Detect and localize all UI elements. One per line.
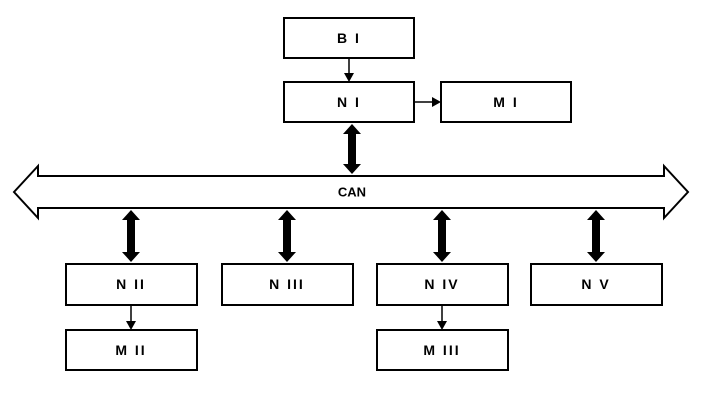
- node-nii-label: N II: [116, 276, 146, 292]
- node-nv: N V: [530, 263, 663, 306]
- node-mii-box: [65, 329, 198, 371]
- node-mi: M I: [440, 81, 572, 123]
- node-niii-label: N III: [269, 276, 305, 292]
- connector-ni-mi-head: [432, 97, 441, 107]
- link-bus-niv: [433, 210, 451, 262]
- node-ni: N I: [283, 81, 415, 123]
- node-mi-label: M I: [493, 94, 518, 110]
- link-bus-nv-arrow: [587, 210, 605, 262]
- node-bi: B I: [283, 17, 415, 59]
- connector-nii-mii: [126, 305, 136, 330]
- can-bus: CAN: [12, 163, 690, 221]
- link-bus-niv-arrow: [433, 210, 451, 262]
- link-bus-niii-arrow: [278, 210, 296, 262]
- node-mii-label: M II: [115, 342, 146, 358]
- link-bus-nv: [587, 210, 605, 262]
- node-ni-label: N I: [337, 94, 361, 110]
- link-bus-nii: [122, 210, 140, 262]
- node-niii-box: [221, 263, 354, 306]
- node-nii: N II: [65, 263, 198, 306]
- node-miii: M III: [376, 329, 509, 371]
- connector-bi-ni: [344, 58, 354, 82]
- node-miii-box: [376, 329, 509, 371]
- node-bi-label: B I: [337, 30, 361, 46]
- node-nv-box: [530, 263, 663, 306]
- link-bus-nii-arrow: [122, 210, 140, 262]
- connector-niv-miii-head: [437, 321, 447, 330]
- node-niv: N IV: [376, 263, 509, 306]
- link-ni-bus-arrow: [343, 124, 361, 174]
- connector-nii-mii-head: [126, 321, 136, 330]
- node-mi-box: [440, 81, 572, 123]
- node-niii: N III: [221, 263, 354, 306]
- can-bus-label: CAN: [338, 185, 366, 200]
- node-miii-label: M III: [423, 342, 460, 358]
- node-ni-box: [283, 81, 415, 123]
- link-bus-niii: [278, 210, 296, 262]
- node-bi-box: [283, 17, 415, 59]
- node-niv-label: N IV: [424, 276, 459, 292]
- can-bus-arrow: [12, 163, 690, 221]
- link-ni-bus: [343, 124, 361, 174]
- connector-bi-ni-head: [344, 73, 354, 82]
- node-mii: M II: [65, 329, 198, 371]
- connector-ni-mi: [414, 97, 441, 107]
- node-nv-label: N V: [581, 276, 610, 292]
- connector-niv-miii: [437, 305, 447, 330]
